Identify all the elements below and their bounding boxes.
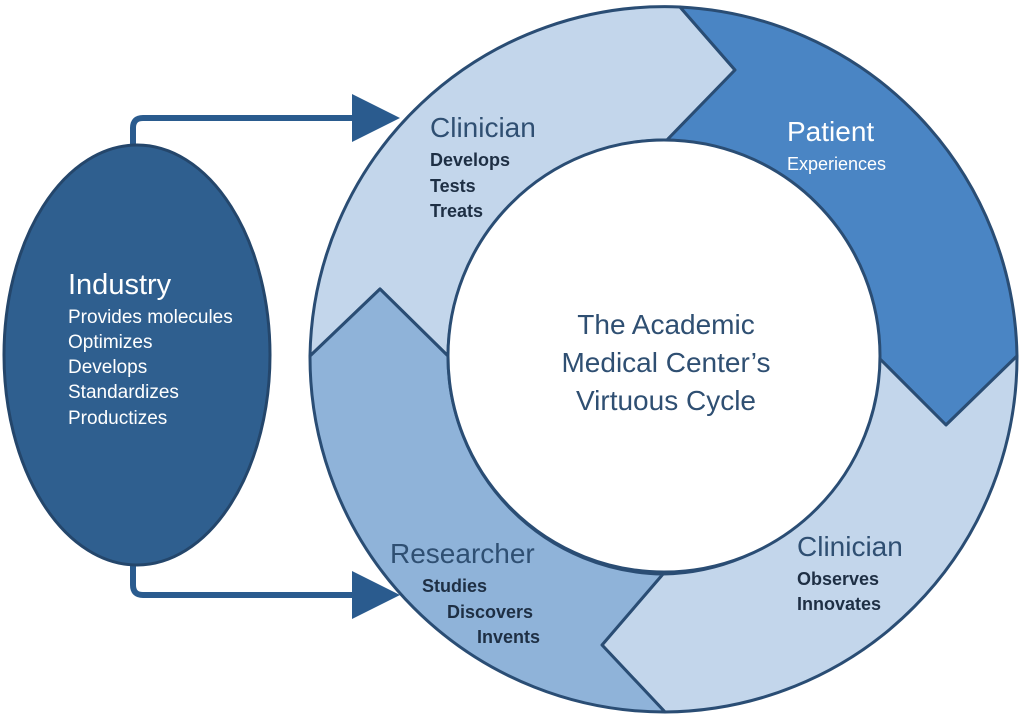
industry-item: Provides molecules	[68, 307, 233, 328]
patient-title: Patient	[787, 116, 874, 147]
clinician-top-item: Tests	[430, 176, 476, 196]
researcher-item: Studies	[422, 576, 487, 596]
researcher-title: Researcher	[390, 538, 535, 569]
center-circle	[446, 138, 882, 574]
center-line: Virtuous Cycle	[576, 385, 756, 416]
industry-title: Industry	[68, 269, 172, 301]
clinician-top-title: Clinician	[430, 112, 536, 143]
clinician-bottom-item: Observes	[797, 569, 879, 589]
industry-item: Develops	[68, 357, 147, 378]
patient-item: Experiences	[787, 154, 886, 174]
clinician-bottom-item: Innovates	[797, 594, 881, 614]
researcher-item: Discovers	[447, 602, 533, 622]
industry-item: Productizes	[68, 408, 167, 429]
clinician-top-text: Clinician Develops Tests Treats	[430, 112, 536, 221]
researcher-text: Researcher Studies Discovers Invents	[390, 538, 540, 647]
industry-item: Optimizes	[68, 332, 152, 353]
arrow-industry-to-clinician	[130, 94, 400, 148]
industry-text: Industry Provides molecules Optimizes De…	[68, 269, 233, 429]
clinician-bottom-title: Clinician	[797, 531, 903, 562]
clinician-bottom-text: Clinician Observes Innovates	[797, 531, 903, 614]
industry-ellipse	[2, 143, 272, 567]
patient-text: Patient Experiences	[787, 116, 886, 174]
clinician-top-item: Treats	[430, 201, 483, 221]
center-text: The Academic Medical Center’s Virtuous C…	[561, 309, 770, 416]
industry-item: Standardizes	[68, 382, 179, 403]
researcher-item: Invents	[477, 627, 540, 647]
center-line: Medical Center’s	[561, 347, 770, 378]
center-line: The Academic	[577, 309, 754, 340]
arrow-industry-to-researcher	[130, 565, 400, 619]
clinician-top-item: Develops	[430, 150, 510, 170]
